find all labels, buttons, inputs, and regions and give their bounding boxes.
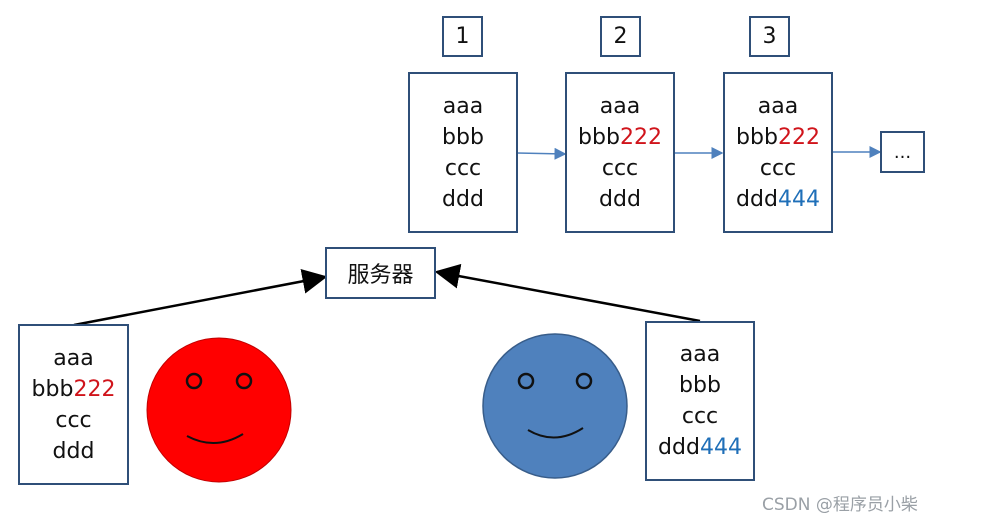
doc-line: bbb222	[578, 124, 662, 150]
right-user-doc: aaa bbb ccc ddd444	[645, 321, 755, 481]
left-user-mouth	[186, 433, 244, 444]
more-versions-box: ...	[880, 131, 925, 173]
version-number-2: 2	[600, 16, 641, 57]
doc-line: bbb	[679, 373, 721, 398]
doc-line: ccc	[681, 404, 719, 429]
version-doc-1: aaa bbb ccc ddd	[408, 72, 518, 233]
version-doc-2: aaa bbb222 ccc ddd	[565, 72, 675, 233]
doc-line: aaa	[53, 345, 94, 371]
left-user-face	[146, 337, 292, 483]
version-number-1: 1	[442, 16, 483, 57]
left-user-eye-left	[185, 372, 203, 390]
version-number-3: 3	[749, 16, 790, 57]
doc-line: ddd444	[658, 435, 742, 460]
doc-line: bbb222	[31, 376, 116, 402]
doc-line: ccc	[601, 155, 639, 181]
right-user-arrow	[434, 263, 701, 323]
left-user-eye-right	[235, 372, 253, 390]
version-doc-3: aaa bbb222 ccc ddd444	[723, 72, 833, 233]
doc-line: aaa	[757, 93, 799, 119]
version-arrow-1-2	[516, 147, 567, 160]
left-user-doc: aaa bbb222 ccc ddd	[18, 324, 129, 485]
right-user-smiley	[482, 333, 628, 479]
doc-line: ddd444	[736, 186, 820, 212]
left-user-arrow	[73, 268, 328, 327]
doc-line: bbb222	[736, 124, 820, 150]
doc-line: ccc	[444, 155, 482, 181]
doc-line: ccc	[55, 407, 92, 433]
doc-line: ccc	[759, 155, 797, 181]
doc-line: aaa	[679, 342, 721, 367]
doc-line: ddd	[52, 438, 95, 464]
right-user-face	[482, 333, 628, 479]
right-user-eye-right	[575, 372, 593, 390]
doc-line: ddd	[442, 186, 484, 212]
doc-line: bbb	[442, 124, 484, 150]
right-user-mouth	[527, 427, 584, 439]
doc-line: aaa	[599, 93, 641, 119]
doc-line: ddd	[599, 186, 641, 212]
left-user-smiley	[146, 337, 292, 483]
server-box: 服务器	[325, 247, 436, 299]
watermark: CSDN @程序员小柴	[762, 495, 918, 515]
right-user-eye-left	[517, 372, 535, 390]
doc-line: aaa	[442, 93, 484, 119]
